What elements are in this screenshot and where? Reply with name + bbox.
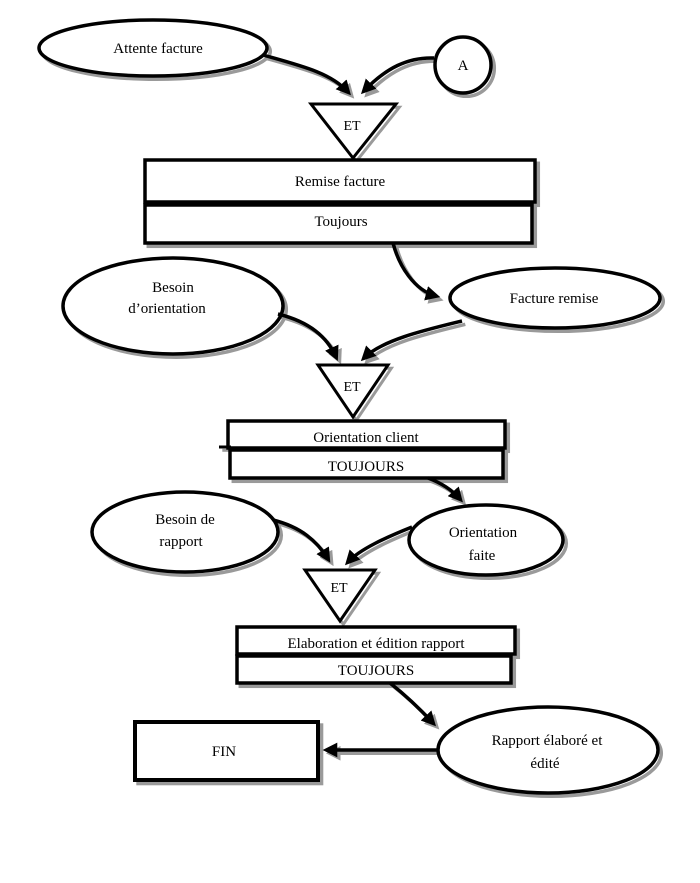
besoin-rapport-line2: rapport — [159, 534, 203, 550]
besoin-orientation-line2: d’orientation — [128, 301, 206, 317]
flow-arrows — [262, 53, 463, 758]
connector-a: A — [433, 35, 493, 95]
orientation-client-rule: TOUJOURS — [328, 459, 404, 475]
remise-facture-title: Remise facture — [295, 174, 386, 190]
connector-a-label: A — [458, 58, 469, 74]
rapport-elabore-line1: Rapport élaboré et — [492, 733, 604, 749]
remise-facture-title-box — [143, 158, 537, 204]
besoin-rapport-line1: Besoin de — [155, 512, 215, 528]
event-orientation-faite: Orientation faite — [407, 503, 565, 577]
et1-triangle — [307, 102, 400, 161]
operation-elaboration-rapport: Elaboration et édition rapport TOUJOURS — [235, 625, 517, 685]
operation-remise-facture: Remise facture Toujours — [143, 158, 537, 245]
connector-a-circle — [433, 35, 493, 95]
fin-box — [133, 720, 320, 782]
event-besoin-orientation: Besoin d’orientation — [61, 256, 285, 356]
arrow-a-to-et1 — [360, 56, 435, 95]
orientation-client-rule-box — [228, 448, 505, 480]
arrow-besoin-orientation-to-et2 — [277, 312, 339, 362]
arrow-orientation-client-to-orientation-faite — [427, 476, 463, 503]
arrow-elaboration-to-rapport-elabore — [388, 681, 437, 727]
besoin-rapport-ellipse — [90, 490, 280, 574]
operation-orientation-client: Orientation client TOUJOURS — [219, 419, 507, 480]
arrow-orientation-faite-to-et3 — [345, 525, 413, 566]
facture-remise-ellipse — [448, 266, 662, 330]
et1-label: ET — [343, 119, 361, 134]
elaboration-rapport-rule: TOUJOURS — [338, 663, 414, 679]
orientation-faite-line2: faite — [469, 548, 496, 564]
besoin-orientation-ellipse — [61, 256, 285, 356]
besoin-orientation-line1: Besoin — [152, 280, 194, 296]
elaboration-rapport-title: Elaboration et édition rapport — [287, 636, 465, 652]
remise-facture-rule-box — [143, 203, 534, 245]
et2-label: ET — [343, 380, 361, 395]
et2-triangle — [315, 363, 391, 420]
operator-et-2: ET — [315, 363, 391, 420]
et3-triangle — [302, 568, 378, 624]
orientation-client-title-box — [226, 419, 507, 450]
et3-label: ET — [330, 581, 348, 596]
orientation-faite-ellipse — [407, 503, 565, 577]
arrow-remise-to-facture-remise — [391, 242, 441, 301]
attente-facture-ellipse — [37, 18, 269, 78]
event-attente-facture: Attente facture — [37, 18, 269, 78]
attente-facture-label: Attente facture — [113, 41, 203, 57]
terminal-fin: FIN — [133, 720, 320, 782]
orientation-faite-line1: Orientation — [449, 525, 518, 541]
remise-facture-rule: Toujours — [314, 214, 367, 230]
fin-label: FIN — [212, 744, 236, 760]
orientation-client-title: Orientation client — [313, 430, 419, 446]
event-facture-remise: Facture remise — [448, 266, 662, 330]
operator-et-3: ET — [302, 568, 378, 624]
event-besoin-rapport: Besoin de rapport — [90, 490, 280, 574]
facture-remise-label: Facture remise — [510, 291, 599, 307]
event-rapport-elabore: Rapport élaboré et édité — [436, 705, 660, 795]
arrow-besoin-rapport-to-et3 — [272, 518, 331, 563]
arrow-attente-to-et1 — [262, 53, 351, 96]
rapport-elabore-line2: édité — [530, 756, 559, 772]
arrow-facture-remise-to-et2 — [360, 319, 463, 362]
rapport-elabore-ellipse — [436, 705, 660, 795]
operator-et-1: ET — [307, 102, 400, 161]
elaboration-rapport-rule-box — [235, 654, 513, 685]
elaboration-rapport-title-box — [235, 625, 517, 656]
